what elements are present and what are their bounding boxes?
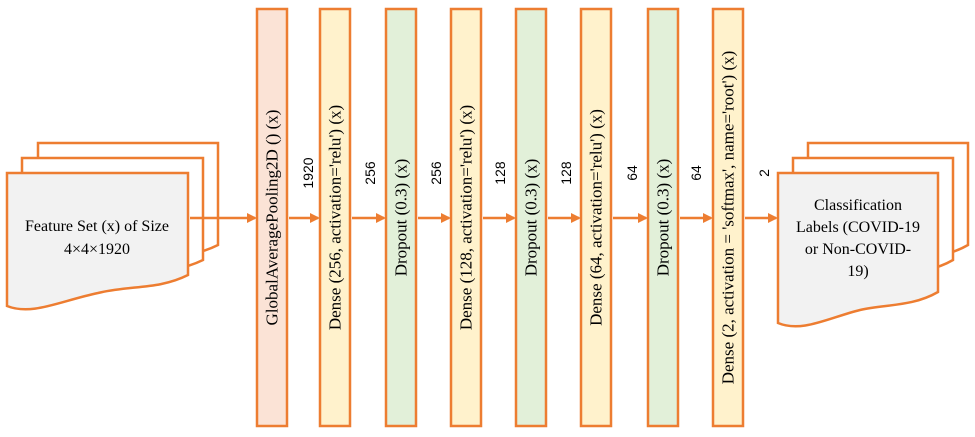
output-document-stack: Classification Labels (COVID-19 or Non-C… — [776, 141, 970, 328]
layer-box — [646, 7, 680, 428]
layer-label: Dense (256, activation='relu') (x) — [326, 105, 345, 330]
output-label-line1: Classification — [814, 197, 902, 214]
layer-7-dropout: Dropout (0.3) (x) — [646, 7, 680, 428]
layer-label: Dense (2, activation = 'softmax', name='… — [719, 51, 738, 385]
layer-box — [579, 7, 613, 428]
layer-label: GlobalAveragePooling2D () (x) — [263, 110, 282, 326]
layer-5-dropout: Dropout (0.3) (x) — [514, 7, 548, 428]
output-label-line4: 19) — [847, 263, 868, 280]
layer-8-dense: Dense (2, activation = 'softmax', name='… — [711, 7, 745, 428]
layer-label: Dropout (0.3) (x) — [522, 159, 541, 277]
layer-box — [449, 7, 483, 428]
layer-box — [514, 7, 548, 428]
dimension-label: 256 — [362, 161, 378, 185]
input-document-stack: Feature Set (x) of Size 4×4×1920 — [5, 141, 220, 311]
dimension-label: 1920 — [300, 157, 316, 188]
layer-label: Dense (64, activation='relu') (x) — [587, 109, 606, 326]
layer-label: Dense (128, activation='relu') (x) — [457, 105, 476, 330]
layer-label: Dropout (0.3) (x) — [392, 159, 411, 277]
layer-box — [384, 7, 418, 428]
input-doc-front — [5, 171, 190, 311]
dimension-label: 128 — [558, 161, 574, 185]
dimension-label: 2 — [756, 169, 772, 177]
dimension-label: 128 — [492, 161, 508, 185]
output-doc-front — [776, 171, 940, 328]
dimension-label: 256 — [428, 161, 444, 185]
layer-3-dropout: Dropout (0.3) (x) — [384, 7, 418, 428]
input-label-line2: 4×4×1920 — [64, 241, 130, 258]
dimension-label: 64 — [688, 165, 704, 181]
layer-6-dense: Dense (64, activation='relu') (x) — [579, 7, 613, 428]
layer-1-pooling: GlobalAveragePooling2D () (x) — [255, 7, 289, 428]
layer-box — [318, 7, 352, 428]
layers-group: GlobalAveragePooling2D () (x) Dense (256,… — [255, 7, 745, 428]
output-label-line2: Labels (COVID-19 — [796, 219, 920, 236]
input-label-line1: Feature Set (x) of Size — [25, 218, 169, 235]
layer-2-dense: Dense (256, activation='relu') (x) — [318, 7, 352, 428]
layer-4-dense: Dense (128, activation='relu') (x) — [449, 7, 483, 428]
dimension-label: 64 — [624, 165, 640, 181]
layer-box — [255, 7, 289, 428]
dims-group: 1920 256 256 128 128 64 64 2 — [300, 157, 772, 188]
layer-box — [711, 7, 745, 428]
output-label-line3: or Non-COVID- — [805, 241, 911, 258]
layer-label: Dropout (0.3) (x) — [654, 159, 673, 277]
